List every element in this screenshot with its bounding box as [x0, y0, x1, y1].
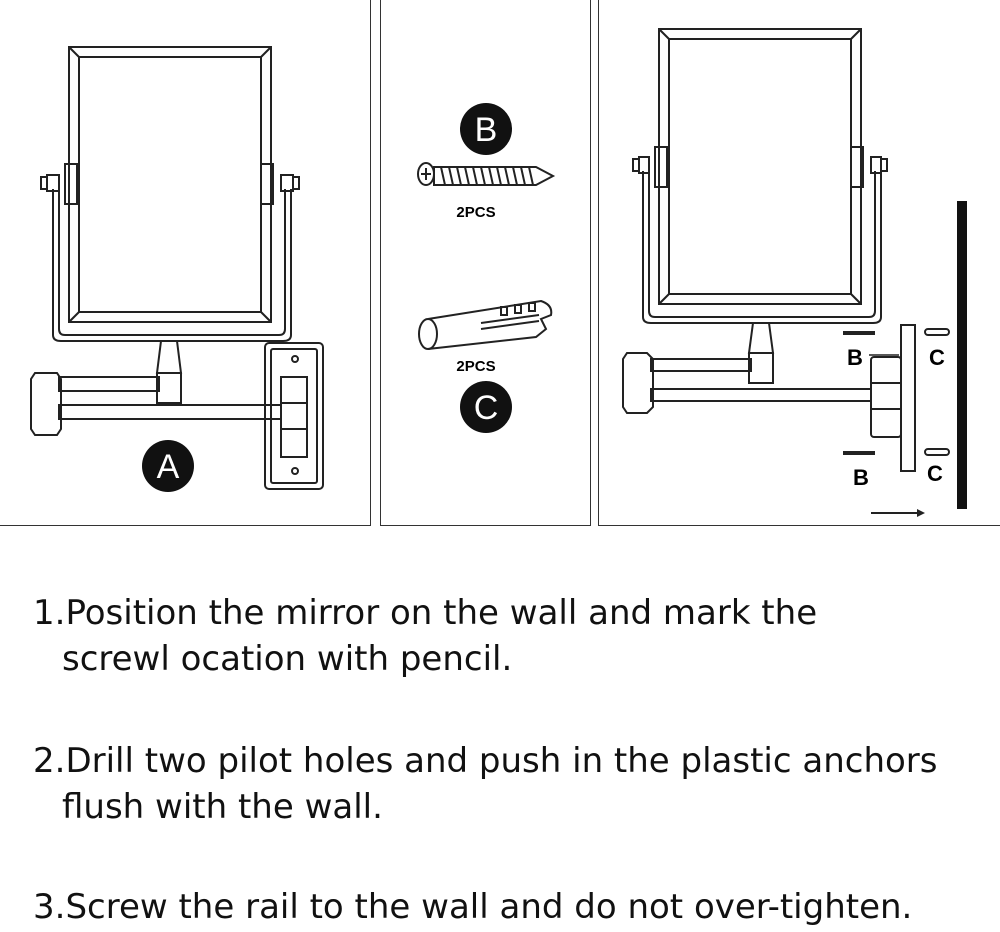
- anchor-qty: 2PCS: [456, 358, 495, 375]
- mirror-illustration: A: [30, 46, 324, 492]
- badge-b-text: B: [475, 111, 498, 149]
- screw-icon: [417, 162, 556, 186]
- assembly-label-c-top: C: [929, 345, 945, 370]
- assembly-label-b-top: B: [847, 345, 863, 370]
- step-1-line-2: screwl ocation with pencil.: [62, 639, 513, 679]
- step-2-line-2: flush with the wall.: [62, 787, 383, 827]
- step-2: 2.Drill two pilot holes and push in the …: [33, 738, 938, 830]
- badge-b: [460, 103, 512, 155]
- mirror-frame: [68, 46, 272, 323]
- badge-a-text: A: [157, 448, 180, 486]
- mirror-part-panel: A: [0, 0, 371, 526]
- assembly-label-c-bottom: C: [927, 461, 943, 486]
- step-2-line-1: 2.Drill two pilot holes and push in the …: [33, 741, 938, 781]
- hardware-illustration: B 2PCS 2PCS C: [417, 103, 556, 433]
- step-3: 3.Screw the rail to the wall and do not …: [33, 884, 912, 930]
- assembly-illustration: B C B C: [622, 28, 967, 517]
- assembly-panel: B C B C: [598, 0, 1000, 526]
- step-3-line-1: 3.Screw the rail to the wall and do not …: [33, 887, 913, 927]
- hardware-panel: B 2PCS 2PCS C: [380, 0, 591, 526]
- wall-line: [957, 201, 967, 509]
- badge-a: [142, 440, 194, 492]
- badge-c-text: C: [474, 389, 499, 427]
- badge-c: [460, 381, 512, 433]
- step-1: 1.Position the mirror on the wall and ma…: [33, 590, 817, 682]
- step-1-line-1: 1.Position the mirror on the wall and ma…: [33, 593, 818, 633]
- anchor-icon: [418, 299, 553, 350]
- assembled-mirror-frame: [658, 28, 862, 305]
- assembly-label-b-bottom: B: [853, 465, 869, 490]
- screw-qty: 2PCS: [456, 204, 495, 221]
